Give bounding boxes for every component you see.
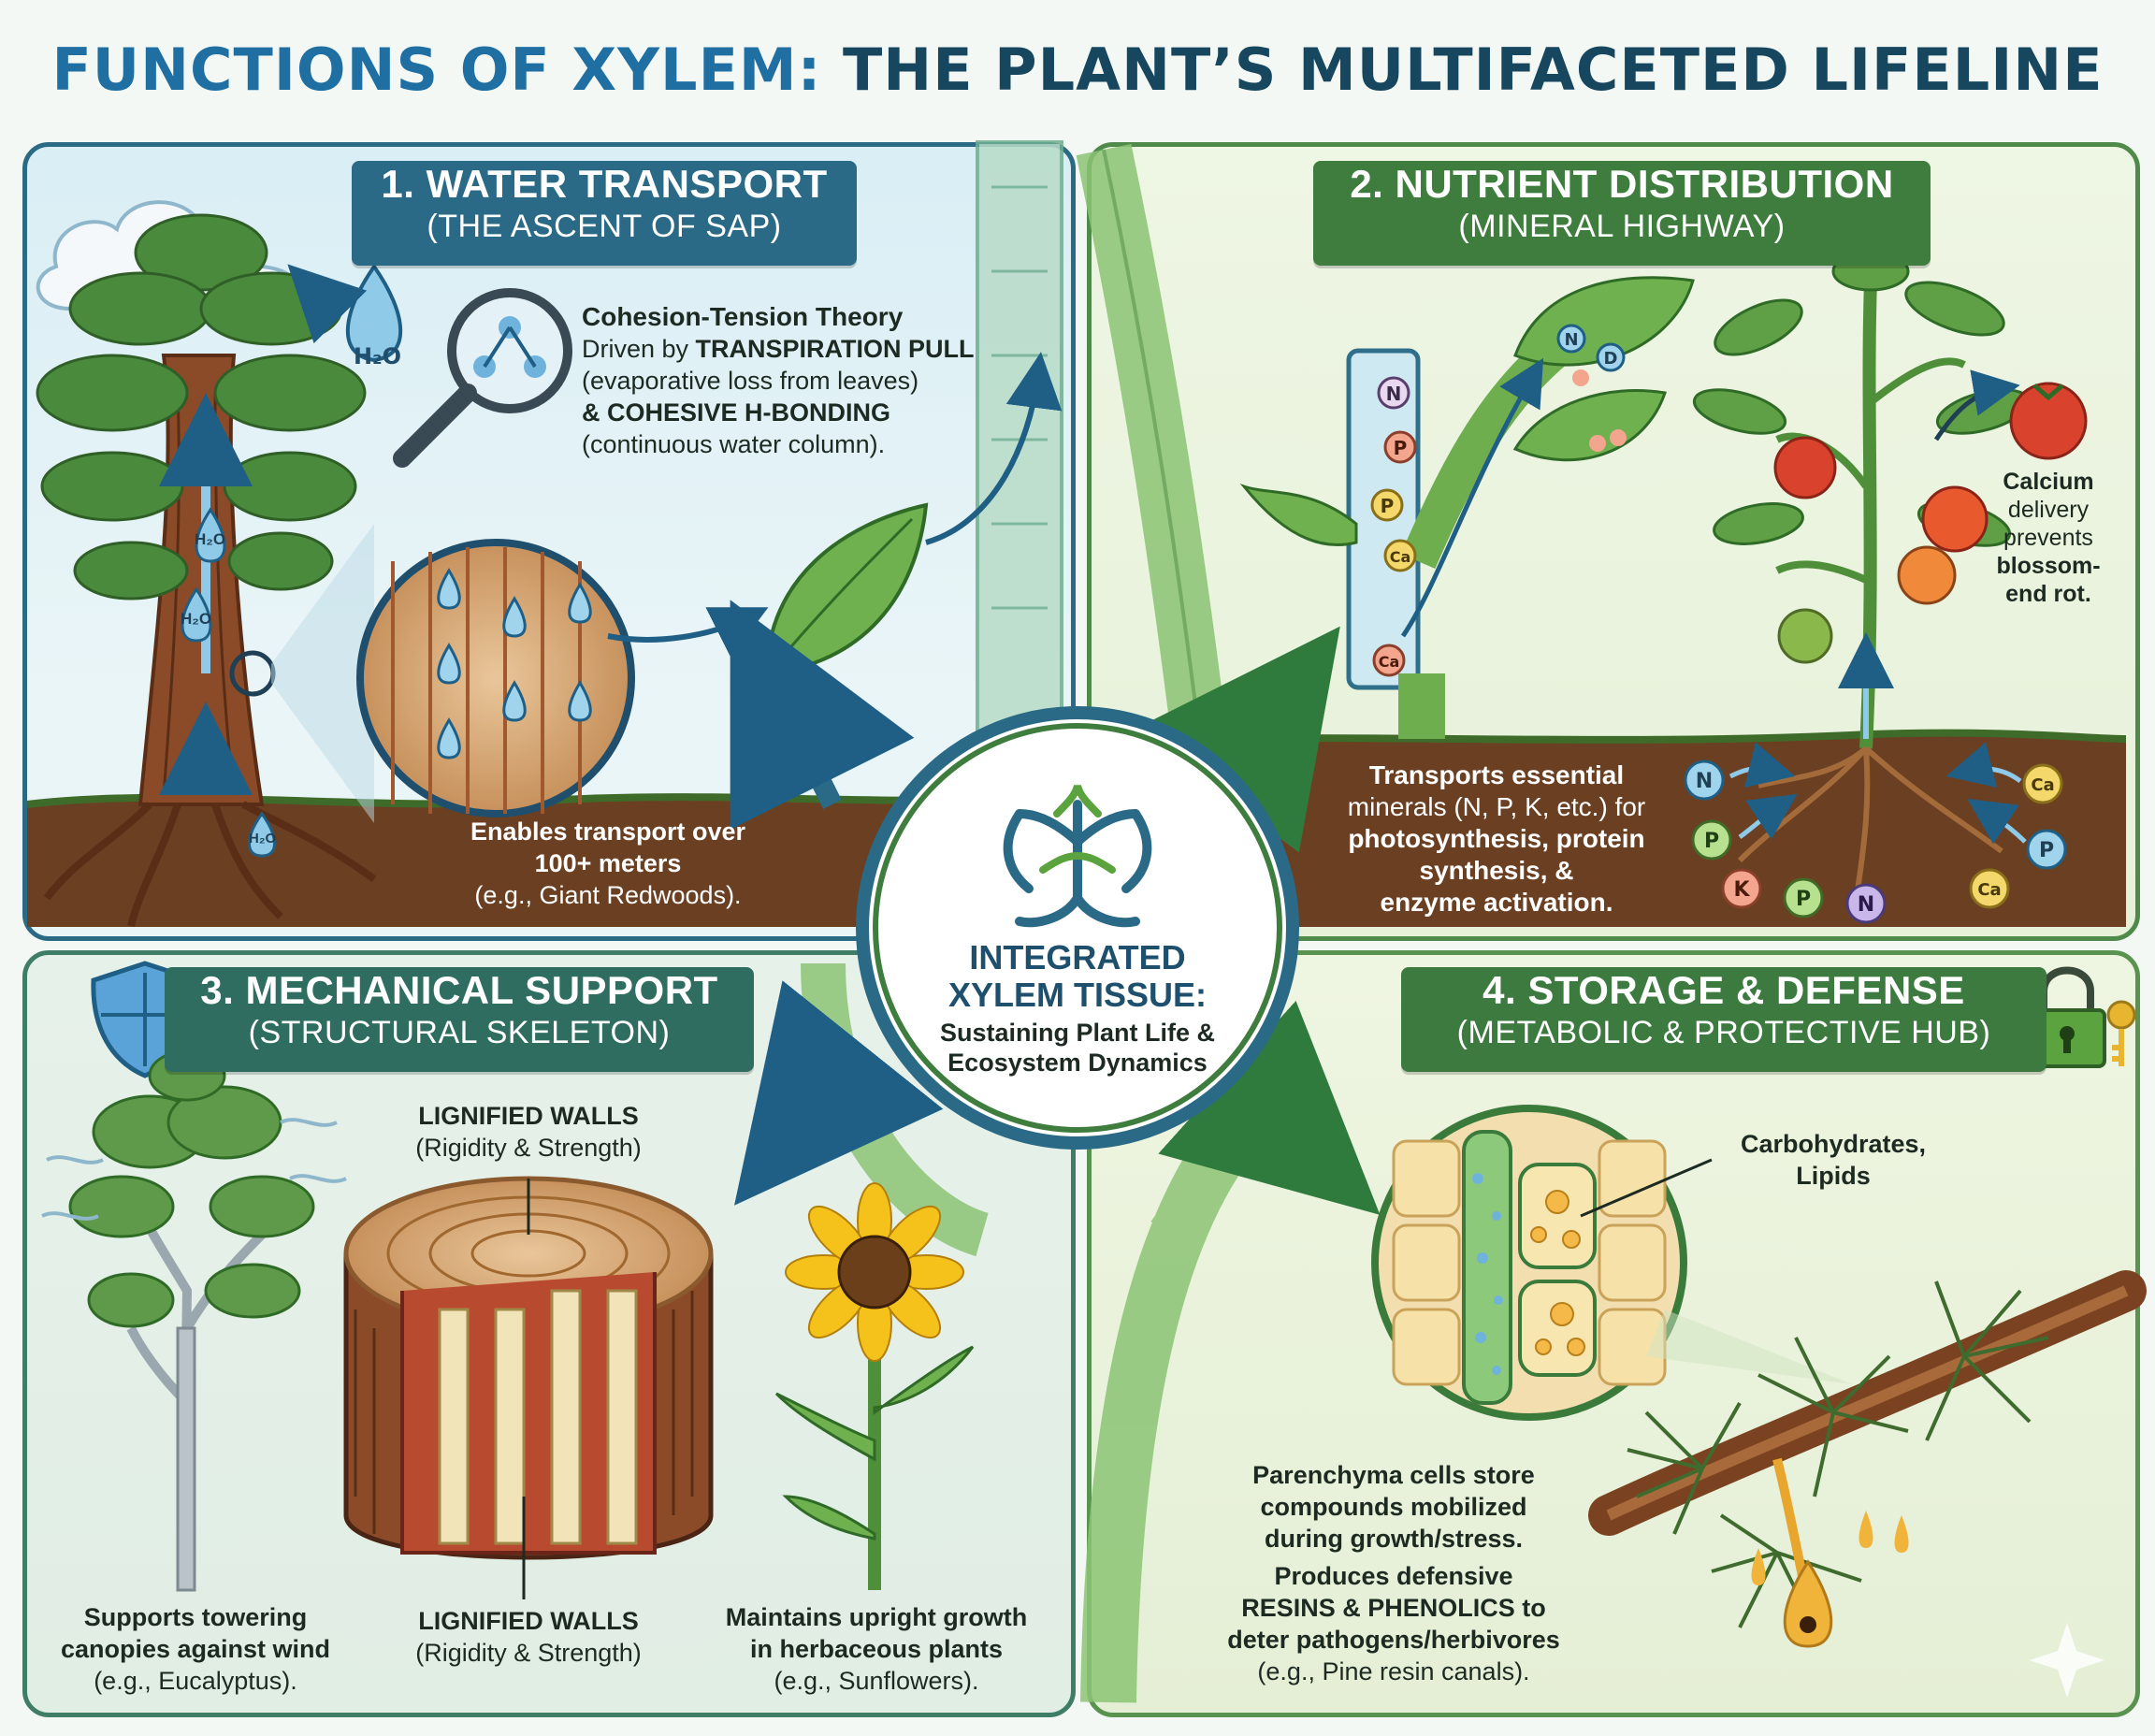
storage-line-5: RESINS & PHENOLICS to [1241,1594,1546,1622]
center-hub-caption: INTEGRATED XYLEM TISSUE: Sustaining Plan… [898,939,1257,1078]
cohesion-tension-text: Cohesion-Tension Theory Driven by TRANSP… [582,301,975,460]
water-heading: 1. WATER TRANSPORT [381,162,828,206]
h2o-label-trunk-2: H₂O [181,610,212,628]
tree-line-1: Supports towering [83,1603,308,1631]
nutrient-distribution-heading: 2. NUTRIENT DISTRIBUTION (MINERAL HIGHWA… [1313,161,1931,266]
water-subheading: (THE ASCENT OF SAP) [427,209,782,244]
walls-title-bottom: LIGNIFIED WALLS [418,1607,639,1635]
lignified-walls-top: LIGNIFIED WALLS (Rigidity & Strength) [369,1100,687,1164]
lignified-walls-bottom: LIGNIFIED WALLS (Rigidity & Strength) [369,1605,687,1669]
nutrient-subheading: (MINERAL HIGHWAY) [1458,209,1786,244]
theory-line-1-bold: TRANSPIRATION PULL [695,335,975,363]
title-part-2: THE PLANT’S MULTIFACETED LIFELINE [843,36,2104,104]
h2o-label-trunk-1: H₂O [195,530,226,548]
tree-line-2: canopies against wind [60,1635,331,1663]
theory-line-4: (continuous water column). [582,430,886,458]
carbohydrates-label: Carbohydrates, Lipids [1721,1128,1945,1192]
soil-line-2: minerals (N, P, K, etc.) for [1347,792,1646,821]
storage-line-2: compounds mobilized [1260,1493,1527,1521]
soil-line-5: enzyme activation. [1380,888,1613,917]
center-line-3: Sustaining Plant Life & [939,1019,1216,1047]
flower-line-1: Maintains upright growth [725,1603,1028,1631]
mechanical-support-heading: 3. MECHANICAL SUPPORT (STRUCTURAL SKELET… [165,967,754,1072]
eucalyptus-caption: Supports towering canopies against wind … [41,1601,350,1697]
carb-line-2: Lipids [1796,1162,1871,1190]
theory-line-2: (evaporative loss from leaves) [582,367,919,395]
calcium-line-2: delivery [2007,497,2090,523]
center-line-1: INTEGRATED [969,938,1186,976]
page-title: FUNCTIONS OF XYLEM: THE PLANT’S MULTIFAC… [0,36,2155,104]
calcium-line-4: blossom- [1996,553,2101,579]
calcium-line-5: end rot. [2005,581,2091,607]
flower-line-3: (e.g., Sunflowers). [774,1667,979,1695]
water-soil-caption: Enables transport over 100+ meters (e.g.… [393,816,823,911]
water-bottom-line-2: 100+ meters [534,849,682,877]
storage-line-3: during growth/stress. [1264,1525,1524,1553]
nutrient-heading: 2. NUTRIENT DISTRIBUTION [1350,162,1894,206]
support-heading: 3. MECHANICAL SUPPORT [200,968,718,1012]
soil-line-1: Transports essential [1368,760,1625,789]
theory-line-1-pre: Driven by [582,335,696,363]
soil-line-4: synthesis, & [1419,856,1574,885]
walls-sub-top: (Rigidity & Strength) [415,1134,642,1162]
water-bottom-line-3: (e.g., Giant Redwoods). [474,881,742,909]
walls-sub-bottom: (Rigidity & Strength) [415,1639,642,1667]
title-part-1: FUNCTIONS OF XYLEM: [51,36,822,104]
calcium-caption: Calcium delivery prevents blossom- end r… [1983,468,2114,608]
theory-line-3: & COHESIVE H-BONDING [582,398,891,427]
storage-subheading: (METABOLIC & PROTECTIVE HUB) [1456,1015,1991,1050]
nutrient-soil-caption: Transports essential minerals (N, P, K, … [1319,760,1674,919]
water-transport-heading: 1. WATER TRANSPORT (THE ASCENT OF SAP) [352,161,857,266]
soil-line-3: photosynthesis, protein [1348,824,1645,853]
walls-title-top: LIGNIFIED WALLS [418,1102,639,1130]
sunflower-caption: Maintains upright growth in herbaceous p… [703,1601,1049,1697]
flower-line-2: in herbaceous plants [749,1635,1004,1663]
h2o-label-large: H₂O [354,343,401,369]
center-line-4: Ecosystem Dynamics [947,1049,1208,1077]
water-bottom-line-1: Enables transport over [470,817,746,846]
storage-defense-caption: Parenchyma cells store compounds mobiliz… [1207,1459,1581,1687]
storage-line-6: deter pathogens/herbivores [1227,1626,1560,1654]
calcium-line-3: prevents [2003,525,2093,551]
theory-line-1: Driven by TRANSPIRATION PULL [582,333,975,365]
theory-title: Cohesion-Tension Theory [582,302,904,331]
h2o-label-root: H₂O [249,831,277,846]
storage-defense-heading: 4. STORAGE & DEFENSE (METABOLIC & PROTEC… [1401,967,2047,1072]
storage-heading: 4. STORAGE & DEFENSE [1482,968,1965,1012]
support-subheading: (STRUCTURAL SKELETON) [248,1015,671,1050]
calcium-line-1: Calcium [2003,469,2094,495]
carb-line-1: Carbohydrates, [1740,1130,1927,1158]
tree-line-3: (e.g., Eucalyptus). [94,1667,297,1695]
storage-line-1: Parenchyma cells store [1252,1461,1535,1489]
storage-line-4: Produces defensive [1274,1562,1513,1590]
storage-line-7: (e.g., Pine resin canals). [1257,1657,1530,1685]
center-line-2: XYLEM TISSUE: [947,976,1208,1014]
